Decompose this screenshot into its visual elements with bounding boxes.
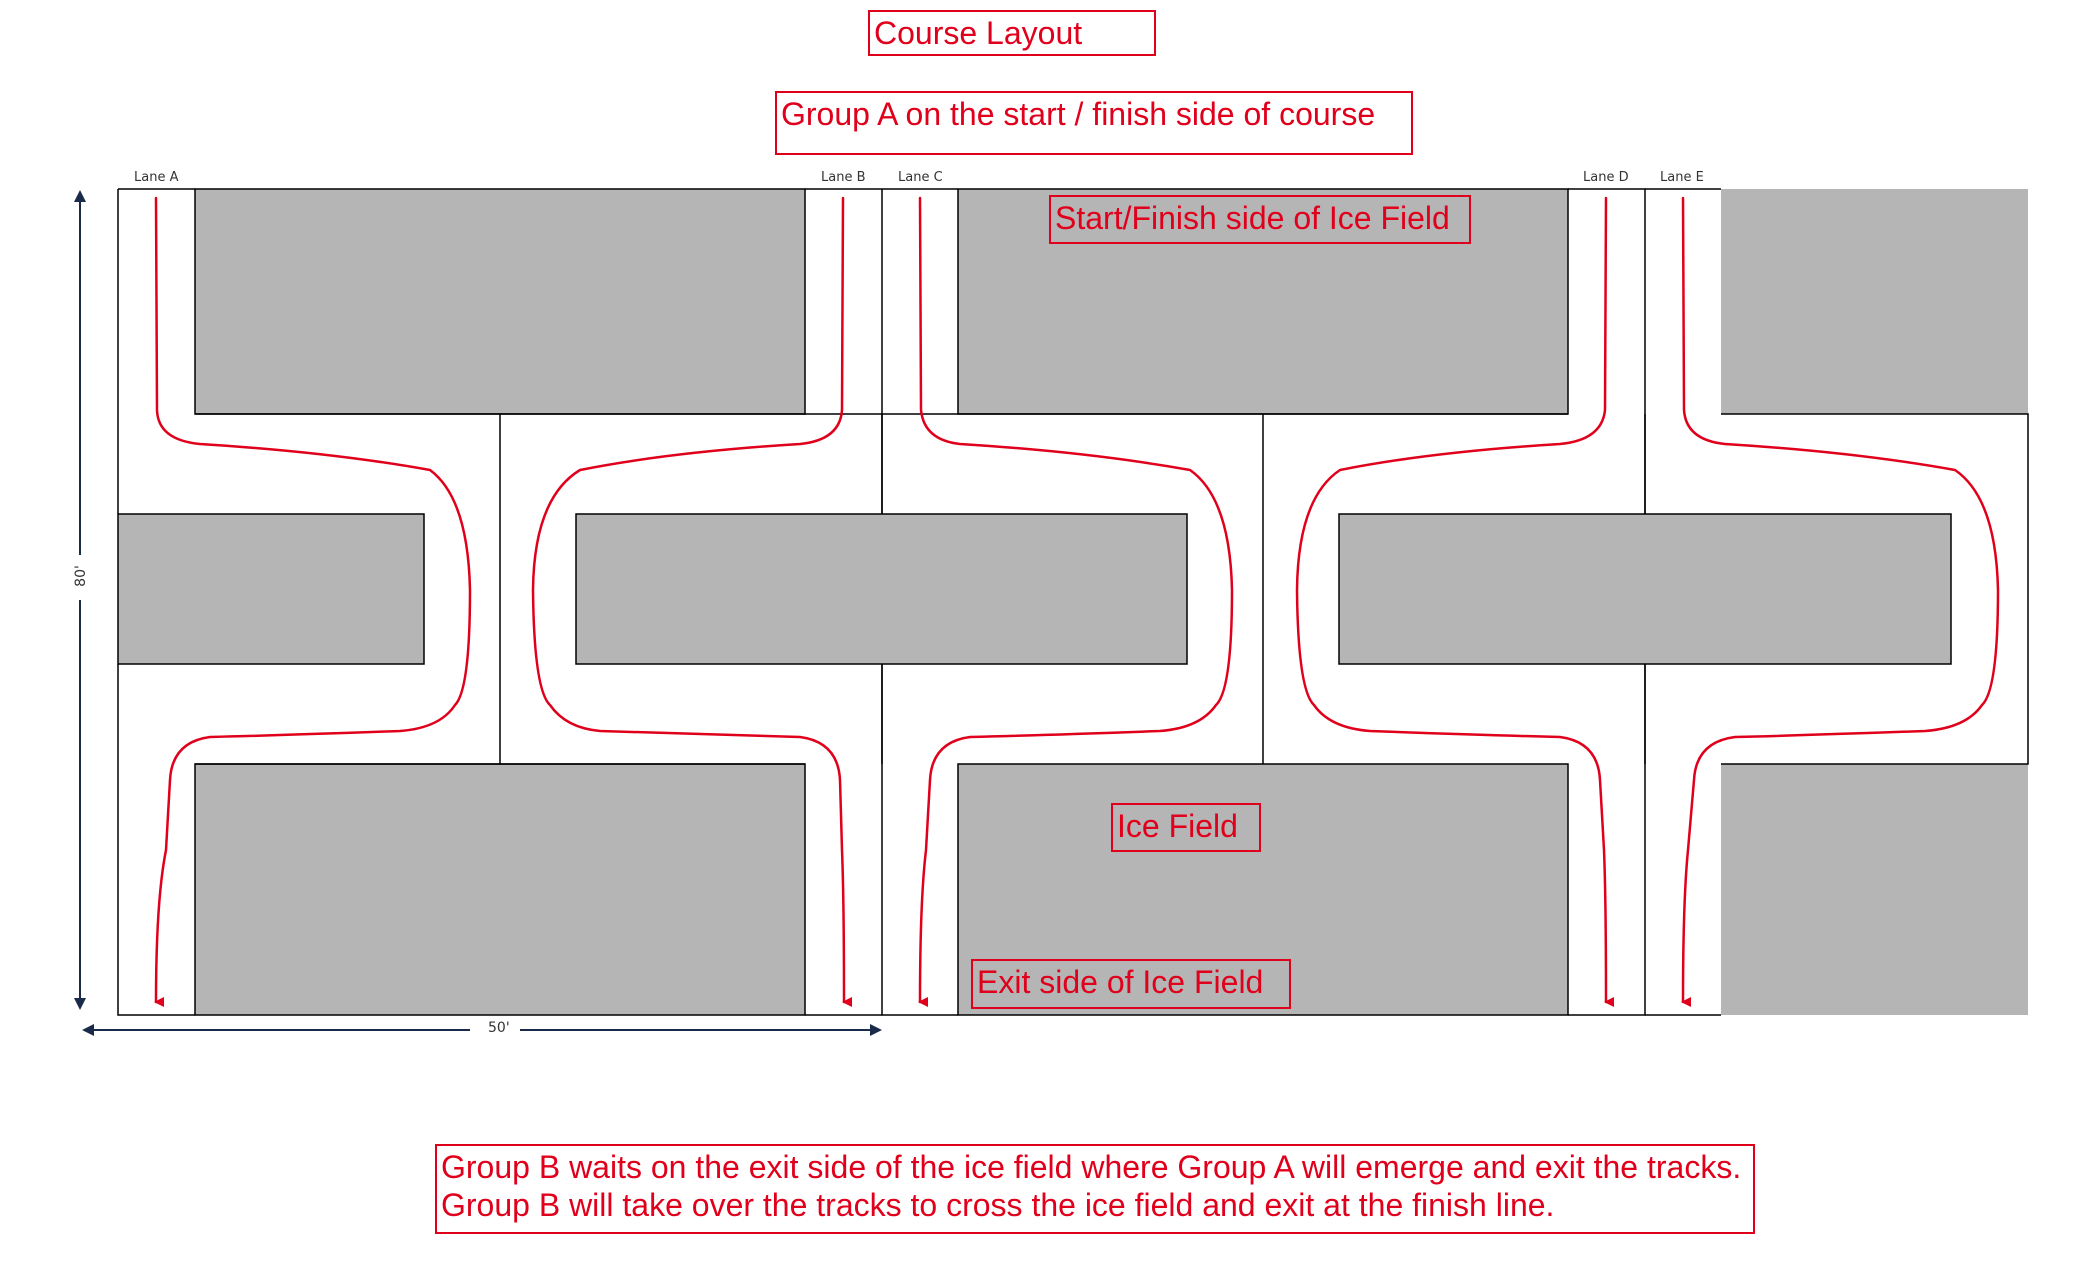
height-dimension-label: 80' xyxy=(72,559,89,593)
lane-label-c: Lane C xyxy=(898,170,943,185)
ice-block-top-3 xyxy=(1721,189,2028,414)
start-finish-side-label: Start/Finish side of Ice Field xyxy=(1049,195,1471,244)
ice-block-mid-3 xyxy=(1338,513,1952,665)
ice-block-bot-1 xyxy=(194,763,806,1016)
dimension-lines xyxy=(74,190,882,1036)
course-layout-title: Course Layout xyxy=(868,10,1156,56)
group-b-note-line-2: Group B will take over the tracks to cro… xyxy=(441,1187,1555,1223)
lane-label-a: Lane A xyxy=(134,170,179,185)
group-b-note-line-1: Group B waits on the exit side of the ic… xyxy=(441,1149,1742,1185)
lane-b-path xyxy=(531,196,853,1007)
lane-e-path xyxy=(1681,196,2000,1008)
ice-block-top-2 xyxy=(957,188,1569,415)
width-dimension-label: 50' xyxy=(482,1020,516,1036)
exit-side-label: Exit side of Ice Field xyxy=(971,959,1291,1009)
lane-label-d: Lane D xyxy=(1583,170,1629,185)
group-a-note: Group A on the start / finish side of co… xyxy=(775,91,1413,155)
ice-block-mid-2 xyxy=(575,513,1188,665)
lane-label-b: Lane B xyxy=(821,170,866,185)
ice-block-bot-2 xyxy=(957,763,1569,1016)
lane-label-e: Lane E xyxy=(1660,170,1704,185)
ice-block-top-1 xyxy=(194,188,806,415)
lane-c-path xyxy=(918,196,1234,1008)
lane-d-path xyxy=(1295,196,1615,1007)
ice-block-mid-1 xyxy=(117,513,425,665)
track-outlines xyxy=(117,188,2029,1016)
group-b-note: Group B waits on the exit side of the ic… xyxy=(435,1144,1755,1234)
ice-block-bot-3 xyxy=(1721,764,2028,1015)
lane-a-path xyxy=(154,196,472,1008)
ice-field-label: Ice Field xyxy=(1111,803,1261,852)
track-paths xyxy=(154,196,2000,1008)
ice-blocks xyxy=(117,188,2028,1016)
